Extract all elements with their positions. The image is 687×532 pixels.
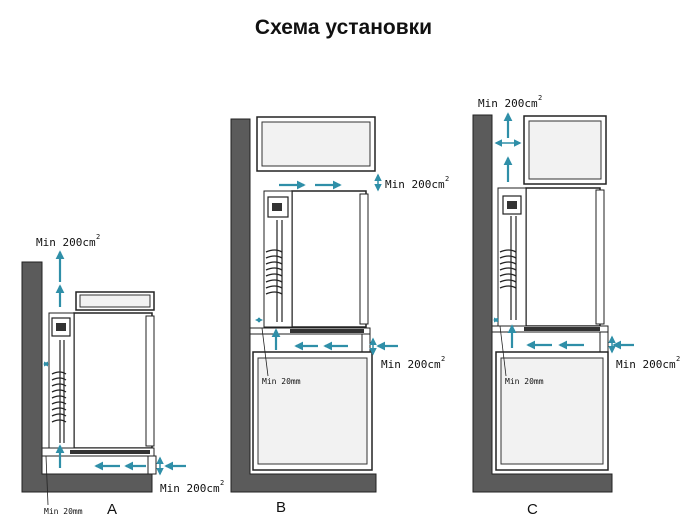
variant-label-c: C	[527, 501, 538, 518]
min-area-label: Min 200cm	[36, 236, 96, 249]
variant-c: Min 200cm 2 Min 200cm 2 Min 20mm C	[472, 94, 680, 518]
exponent: 2	[441, 355, 445, 363]
min-gap-label: Min 20mm	[505, 377, 544, 386]
variant-a: Min 200cm 2 Min 200cm 2 Min 20mm A	[21, 233, 224, 518]
exponent: 2	[676, 355, 680, 363]
min-area-label: Min 200cm	[478, 97, 538, 110]
min-gap-label: Min 20mm	[44, 507, 83, 516]
variant-label-b: B	[276, 499, 286, 516]
svg-text:Min 200cm: Min 200cm	[36, 236, 96, 249]
min-area-label: Min 200cm	[381, 358, 441, 371]
svg-text:Min 200cm: Min 200cm	[385, 178, 445, 191]
exponent: 2	[538, 94, 542, 102]
fridge	[291, 190, 367, 328]
svg-text:Min 200cm: Min 200cm	[381, 358, 441, 371]
min-area-label: Min 200cm	[160, 482, 220, 495]
min-area-label: Min 200cm	[385, 178, 445, 191]
exponent: 2	[96, 233, 100, 241]
min-area-label: Min 200cm	[616, 358, 676, 371]
exponent: 2	[220, 479, 224, 487]
exponent: 2	[445, 175, 449, 183]
svg-text:Min 200cm: Min 200cm	[478, 97, 538, 110]
wall	[472, 114, 613, 493]
fridge	[73, 312, 153, 449]
variant-label-a: A	[107, 501, 117, 518]
variant-b: Min 200cm 2 Min 200cm 2 Min 20mm B	[230, 116, 449, 516]
page-title: Схема установки	[254, 16, 433, 39]
min-gap-label: Min 20mm	[262, 377, 301, 386]
fridge	[525, 187, 601, 327]
wall	[230, 118, 377, 493]
svg-text:Min 200cm: Min 200cm	[160, 482, 220, 495]
svg-text:Min 200cm: Min 200cm	[616, 358, 676, 371]
